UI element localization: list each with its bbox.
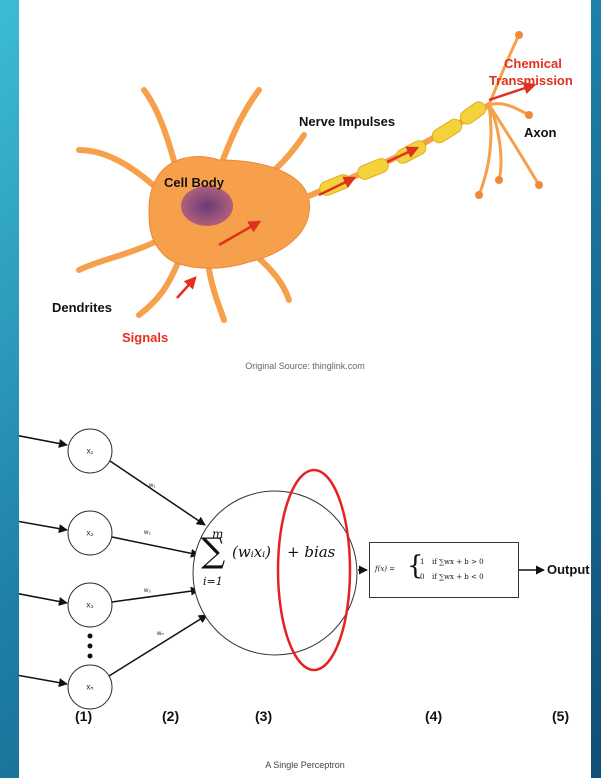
sum-term: (wᵢxᵢ) (232, 543, 271, 561)
weight-label-2: w₂ (144, 530, 151, 536)
weight-label-n: wₙ (157, 630, 164, 637)
input-label-3: x₃ (86, 601, 93, 610)
perceptron-caption: A Single Perceptron (19, 760, 591, 770)
input-label-n: xₙ (86, 683, 93, 692)
activation-lhs: f(x) = (375, 565, 395, 573)
activation-function-box: f(x) = { 1 if ∑wx + b > 0 0 if ∑wx + b <… (369, 542, 519, 598)
case2-condition: if ∑wx + b < 0 (432, 573, 484, 581)
stage-label-5: (5) (552, 708, 569, 724)
input-label-1: x₁ (87, 447, 94, 456)
stage-label-4: (4) (425, 708, 442, 724)
bias-term: + bias (287, 543, 335, 561)
content-card: Cell Body Nerve Impulses Chemical Transm… (19, 0, 591, 778)
weight-label-1: w₁ (149, 483, 155, 489)
sum-lower-limit: i=1 (203, 575, 223, 588)
stage-label-1: (1) (75, 708, 92, 724)
case1-condition: if ∑wx + b > 0 (432, 558, 484, 566)
sigma-symbol: ∑ (201, 534, 225, 568)
summation-formula: m ∑ i=1 (wᵢxᵢ) + bias (202, 525, 362, 605)
output-label: Output (547, 562, 590, 577)
ellipsis-dots (88, 634, 93, 659)
input-label-2: x₂ (86, 529, 93, 538)
stage-label-3: (3) (255, 708, 272, 724)
perceptron-diagram (19, 0, 591, 778)
weight-arrows (109, 461, 207, 676)
weight-label-3: w₃ (144, 588, 151, 594)
case1-value: 1 (420, 558, 424, 566)
left-edge-pointers (19, 432, 67, 684)
stage-label-2: (2) (162, 708, 179, 724)
input-nodes (68, 429, 112, 709)
case2-value: 0 (420, 573, 424, 581)
